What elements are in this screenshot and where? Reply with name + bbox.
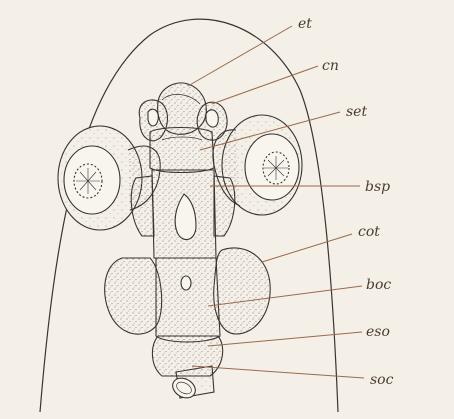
leader-cn [211, 65, 319, 105]
label-cn: cn [322, 58, 339, 74]
basioccipital-shape [155, 257, 221, 343]
labels: et cn set bsp cot boc eso soc [298, 16, 394, 388]
left-eye [57, 125, 161, 231]
label-eso: eso [366, 324, 390, 340]
label-bsp: bsp [365, 179, 390, 195]
leader-soc [191, 365, 365, 379]
skull-drawing [57, 82, 303, 399]
supraoccipital-shape [172, 365, 215, 399]
label-soc: soc [370, 372, 394, 388]
label-set: set [346, 104, 367, 120]
label-boc: boc [366, 277, 391, 293]
pituitary-fossa [174, 193, 197, 241]
sphenethmoid-shape [149, 127, 215, 173]
foramen [180, 275, 192, 291]
leader-lines [187, 25, 365, 379]
leader-boc [207, 285, 363, 307]
leader-set [199, 111, 341, 151]
leader-et [187, 25, 293, 87]
label-et: et [298, 16, 312, 32]
leader-eso [207, 331, 363, 347]
label-cot: cot [358, 224, 380, 240]
leader-cot [261, 233, 353, 263]
